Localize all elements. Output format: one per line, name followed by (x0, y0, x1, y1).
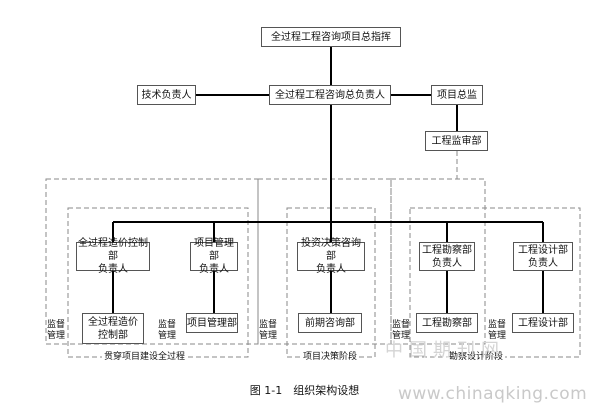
design-head-box: 工程设计部 负责人 (513, 242, 573, 271)
general-lead-box: 全过程工程咨询总负责人 (269, 85, 391, 105)
group-label-survey-design-stage: 勘察设计阶段 (447, 352, 506, 363)
project-mgmt-head-box: 项目管理部 负责人 (190, 238, 238, 275)
side-label-supervision: 监督 管理 (47, 320, 66, 341)
survey-head-box: 工程勘察部 负责人 (419, 242, 475, 271)
side-label-supervision: 监督 管理 (158, 320, 177, 341)
dashed-region-outer-2 (257, 178, 392, 345)
group-label-whole-process: 贯穿项目建设全过程 (102, 352, 188, 363)
group-label-decision-stage: 项目决策阶段 (301, 352, 360, 363)
cost-control-dept-box: 全过程造价 控制部 (82, 313, 144, 344)
preliminary-consult-dept-box: 前期咨询部 (298, 313, 362, 333)
chief-supervisor-box: 项目总监 (431, 85, 483, 105)
watermark-chinese: 中国期刊网 (385, 340, 505, 361)
project-mgmt-dept-box: 项目管理部 (186, 313, 238, 333)
side-label-supervision: 监督 管理 (259, 320, 278, 341)
figure-caption: 图 1-1 组织架构设想 (249, 384, 360, 397)
technical-lead-box: 技术负责人 (137, 85, 196, 105)
survey-dept-box: 工程勘察部 (416, 313, 478, 333)
side-label-supervision: 监督 管理 (392, 320, 411, 341)
dashed-region-outer-3 (390, 178, 486, 345)
design-dept-box: 工程设计部 (512, 313, 574, 333)
side-label-supervision: 监督 管理 (488, 320, 507, 341)
dashed-region-outer-1 (45, 178, 259, 345)
supervision-dept-box: 工程监审部 (425, 131, 488, 151)
project-commander-box: 全过程工程咨询项目总指挥 (261, 27, 401, 47)
cost-control-head-box: 全过程造价控制部 负责人 (76, 238, 150, 275)
watermark-url: www.chinaqking.com (398, 384, 588, 404)
investment-consult-head-box: 投资决策咨询部 负责人 (297, 238, 365, 275)
